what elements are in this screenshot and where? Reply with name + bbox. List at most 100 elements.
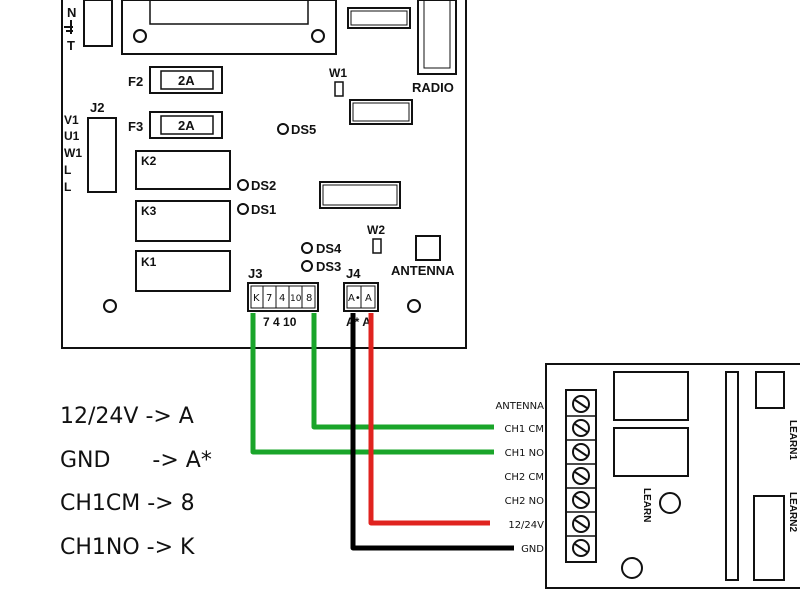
led-ds1 <box>237 203 249 215</box>
j3-pin-k: K <box>253 293 260 304</box>
learn-button[interactable] <box>659 492 681 514</box>
j2-pin-l2: L <box>64 180 71 194</box>
learn-label: LEARN <box>641 488 652 522</box>
terminal-screw-12-24v[interactable] <box>566 515 596 537</box>
terminal-label-gnd: GND <box>521 544 544 555</box>
wires <box>250 313 514 551</box>
radio-module-inner <box>423 0 451 69</box>
wire-ch1-no-to-k <box>250 313 494 455</box>
note-12-24v: 12/24V -> A <box>60 404 194 429</box>
fuse-f2-holder <box>149 66 223 94</box>
terminal-screw-antenna[interactable] <box>566 395 596 417</box>
edge-label-t: T <box>67 38 75 53</box>
terminal-block <box>565 389 597 563</box>
fuse-f3-designator: F3 <box>128 119 143 134</box>
ic-top-1 <box>347 7 411 29</box>
learn1-label: LEARN1 <box>787 420 798 460</box>
wire-12-24v-to-a <box>368 313 490 526</box>
edge-label-n: N <box>67 5 76 20</box>
ground-icon <box>64 20 73 34</box>
j4-below-label: A* A <box>346 315 371 329</box>
led-ds3 <box>301 260 313 272</box>
terminal-label-ch2-cm: CH2 CM <box>504 472 544 483</box>
ic-top-1-inner <box>350 10 408 26</box>
led-ds4 <box>301 242 313 254</box>
relay-k1 <box>135 250 231 292</box>
led-ds2-label: DS2 <box>251 178 276 193</box>
led-ds5-label: DS5 <box>291 122 316 137</box>
learn1-button[interactable] <box>755 371 785 409</box>
j3-pin-8: 8 <box>306 293 312 304</box>
receiver-hole <box>621 557 643 579</box>
note-ch1no: CH1NO -> K <box>60 535 195 560</box>
j4-pin-astar: A• <box>348 293 361 304</box>
jumper-w1-label: W1 <box>329 66 347 80</box>
ic-lower <box>319 181 401 209</box>
main-board: N T RADIO W1 F2 2A F3 2A <box>61 0 467 349</box>
terminal-screws <box>566 395 596 557</box>
led-ds5 <box>277 123 289 135</box>
fuse-f3-holder <box>149 111 223 139</box>
relay-k1-label: K1 <box>141 255 157 269</box>
fuse-f3-body <box>160 115 214 135</box>
fuse-f2-rating: 2A <box>178 73 195 88</box>
j2-pin-v1: V1 <box>64 113 79 127</box>
terminal-label-12-24v: 12/24V <box>508 520 544 531</box>
note-gnd: GND -> A* <box>60 448 212 473</box>
j3-label: J3 <box>248 266 262 281</box>
transformer <box>121 0 337 55</box>
terminal-screw-ch1-cm[interactable] <box>566 419 596 441</box>
radio-module <box>417 0 457 75</box>
fuse-f2-designator: F2 <box>128 74 143 89</box>
receiver-relay-2 <box>613 427 689 477</box>
jumper-w2 <box>372 238 382 254</box>
main-board-outline <box>61 0 467 349</box>
j4-pin-a: A <box>365 293 372 304</box>
j2-pin-l1: L <box>64 163 71 177</box>
j3-pin-4: 4 <box>279 293 285 304</box>
j2-label: J2 <box>90 100 104 115</box>
learn2-button[interactable] <box>753 495 785 581</box>
j3-connector <box>247 282 319 312</box>
receiver-outline <box>545 363 800 589</box>
relay-k2 <box>135 150 231 190</box>
terminal-screw-gnd[interactable] <box>572 539 590 557</box>
j2-pin-w1: W1 <box>64 146 82 160</box>
terminal-label-ch1-no: CH1 NO <box>505 448 545 459</box>
terminal-screw-ch2-cm[interactable] <box>566 467 596 489</box>
relay-k3-label: K3 <box>141 204 157 218</box>
note-ch1cm: CH1CM -> 8 <box>60 491 195 516</box>
mounting-hole-left <box>103 299 117 313</box>
terminal-label-ch2-no: CH2 NO <box>505 496 545 507</box>
j2-connector <box>87 117 117 193</box>
terminal-label-antenna: ANTENNA <box>495 401 544 412</box>
antenna-label: ANTENNA <box>391 263 455 278</box>
transformer-hole-right <box>311 29 325 43</box>
receiver-strip <box>725 371 739 581</box>
j3-connector-inner <box>250 285 316 309</box>
terminal-block-top-left <box>83 0 113 47</box>
led-ds1-label: DS1 <box>251 202 276 217</box>
ic-middle <box>349 99 413 125</box>
ic-lower-inner <box>322 184 398 206</box>
j3-pin-10: 10 <box>290 294 302 304</box>
learn2-label: LEARN2 <box>787 492 798 532</box>
radio-label: RADIO <box>412 80 454 95</box>
transformer-inner <box>149 0 309 25</box>
wire-ch1-cm-to-8 <box>311 313 494 430</box>
receiver-module: ANTENNA CH1 CM CH1 NO CH2 CM CH2 NO 12/2… <box>495 363 800 589</box>
j3-pin-7: 7 <box>266 293 272 304</box>
j4-connector <box>343 282 379 312</box>
j2-pin-u1: U1 <box>64 129 80 143</box>
fuse-f2-body <box>160 70 214 90</box>
terminal-label-ch1-cm: CH1 CM <box>504 424 544 435</box>
terminal-screw-ch1-no[interactable] <box>566 443 596 465</box>
connection-notes: 12/24V -> A GND -> A* CH1CM -> 8 CH1NO -… <box>60 404 212 560</box>
relay-k3 <box>135 200 231 242</box>
transformer-hole-left <box>133 29 147 43</box>
terminal-screw-ch2-no[interactable] <box>566 491 596 513</box>
jumper-w2-label: W2 <box>367 223 385 237</box>
relay-k2-label: K2 <box>141 154 157 168</box>
led-ds2 <box>237 179 249 191</box>
